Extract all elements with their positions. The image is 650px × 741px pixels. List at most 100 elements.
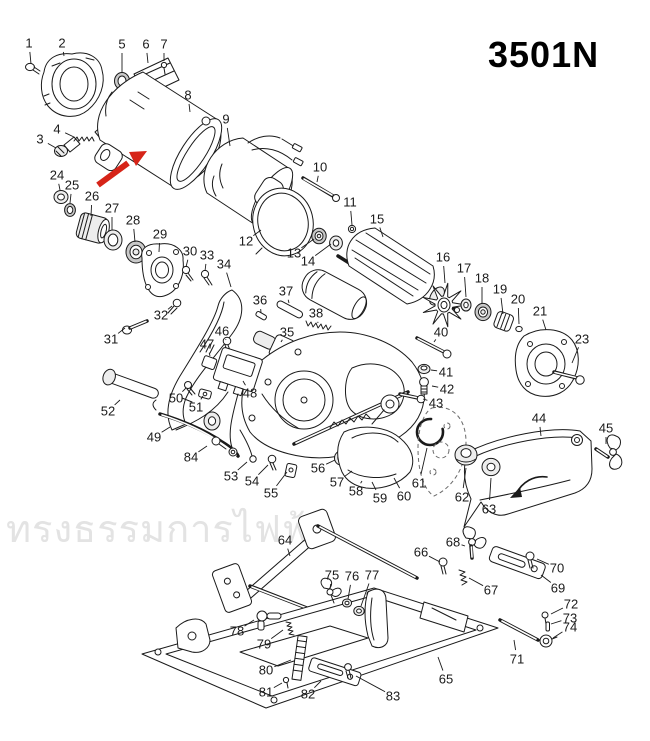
- part-leader-3: [47, 143, 57, 149]
- part-label-5: 5: [118, 37, 125, 52]
- part-65-drawing: [141, 587, 499, 709]
- part-leader-73: [550, 620, 562, 625]
- part-leader-43: [422, 398, 428, 401]
- part-80-drawing: [291, 635, 308, 681]
- part-label-50: 50: [169, 391, 183, 406]
- watermark-text: ทรงธรรมการไฟฟ้า: [6, 509, 333, 551]
- part-40-drawing: [415, 336, 452, 359]
- part-leader-44: [539, 426, 542, 437]
- part-25-drawing: [64, 203, 76, 217]
- part-60-drawing: [337, 426, 414, 489]
- part-label-60: 60: [397, 489, 411, 504]
- part-41-drawing: [417, 363, 431, 375]
- part-leader-82: [314, 680, 322, 688]
- part-leader-37: [287, 299, 290, 304]
- part-label-62: 62: [455, 490, 469, 505]
- part-label-76: 76: [345, 569, 359, 584]
- part-label-1: 1: [25, 36, 32, 51]
- part-53-drawing: [239, 429, 257, 463]
- part-2-drawing: [40, 52, 104, 117]
- part-67-drawing: [458, 569, 468, 586]
- part-68-drawing: [462, 526, 487, 560]
- part-leader-60: [393, 477, 401, 489]
- part-23-drawing: [552, 370, 585, 385]
- part-leader-77: [360, 583, 370, 607]
- part-label-84: 84: [184, 450, 198, 465]
- part-leader-83: [355, 675, 386, 693]
- part-label-74: 74: [563, 620, 577, 635]
- part-74-drawing: [539, 634, 558, 648]
- part-50-drawing: [184, 381, 196, 396]
- part-label-77: 77: [365, 568, 379, 583]
- part-label-55: 55: [264, 486, 278, 501]
- part-leader-23: [571, 347, 579, 364]
- part-leader-76: [347, 584, 351, 600]
- part-36-drawing: [255, 311, 267, 321]
- part-label-57: 57: [330, 475, 344, 490]
- part-leader-41: [430, 369, 438, 372]
- part-31-drawing: [121, 319, 149, 335]
- part-leader-69: [540, 574, 552, 583]
- part-leader-9: [226, 127, 231, 147]
- part-leader-15: [379, 227, 384, 238]
- part-label-45: 45: [599, 421, 613, 436]
- part-leader-59: [371, 481, 377, 491]
- part-leader-70: [536, 558, 549, 565]
- part-leader-19: [500, 297, 504, 315]
- part-label-47: 47: [200, 337, 214, 352]
- part-label-43: 43: [429, 396, 443, 411]
- part-62-drawing: [454, 444, 478, 466]
- part-16-drawing: [422, 282, 467, 328]
- part-label-83: 83: [386, 689, 400, 704]
- part-leader-58: [360, 480, 363, 484]
- part-37-drawing: [276, 300, 304, 319]
- part-label-64: 64: [278, 533, 292, 548]
- part-leader-66: [428, 555, 441, 563]
- part-75-drawing: [320, 577, 342, 604]
- part-leader-49: [161, 426, 171, 433]
- part-label-20: 20: [511, 292, 525, 307]
- part-label-19: 19: [493, 282, 507, 297]
- part-label-2: 2: [58, 36, 65, 51]
- part-44-drawing: [463, 429, 593, 528]
- part-label-71: 71: [510, 652, 524, 667]
- part-leader-13: [301, 238, 315, 249]
- part-label-44: 44: [532, 411, 546, 426]
- part-label-9: 9: [222, 112, 229, 127]
- part-label-70: 70: [550, 561, 564, 576]
- part-leader-35: [280, 339, 283, 343]
- part-leader-61: [420, 447, 428, 475]
- part-label-82: 82: [301, 687, 315, 702]
- part-61-drawing: [415, 417, 445, 447]
- part-label-32: 32: [154, 308, 168, 323]
- part-77-drawing: [353, 605, 365, 617]
- part-33-drawing: [200, 269, 213, 286]
- part-label-14: 14: [301, 254, 315, 269]
- part-label-53: 53: [224, 469, 238, 484]
- part-72-drawing: [541, 611, 549, 625]
- part-label-7: 7: [160, 37, 167, 52]
- part-label-4: 4: [53, 122, 60, 137]
- part-27-drawing: [103, 229, 123, 251]
- part-13-drawing: [311, 227, 327, 245]
- part-label-18: 18: [475, 271, 489, 286]
- part-12-drawing: [252, 187, 314, 257]
- part-label-79: 79: [257, 637, 271, 652]
- part-label-80: 80: [259, 663, 273, 678]
- part-label-81: 81: [259, 685, 273, 700]
- part-38-drawing: [305, 320, 332, 331]
- part-leader-63: [489, 477, 492, 501]
- part-label-30: 30: [183, 244, 197, 259]
- part-leader-33: [204, 263, 207, 272]
- part-leader-11: [350, 210, 353, 226]
- part-label-27: 27: [105, 201, 119, 216]
- part-54-drawing: [267, 454, 277, 471]
- part-label-72: 72: [564, 597, 578, 612]
- part-69-drawing: [488, 546, 546, 580]
- part-leader-75: [329, 583, 332, 590]
- part-71-drawing: [498, 618, 540, 642]
- part-label-63: 63: [482, 502, 496, 517]
- part-29-drawing: [141, 243, 184, 298]
